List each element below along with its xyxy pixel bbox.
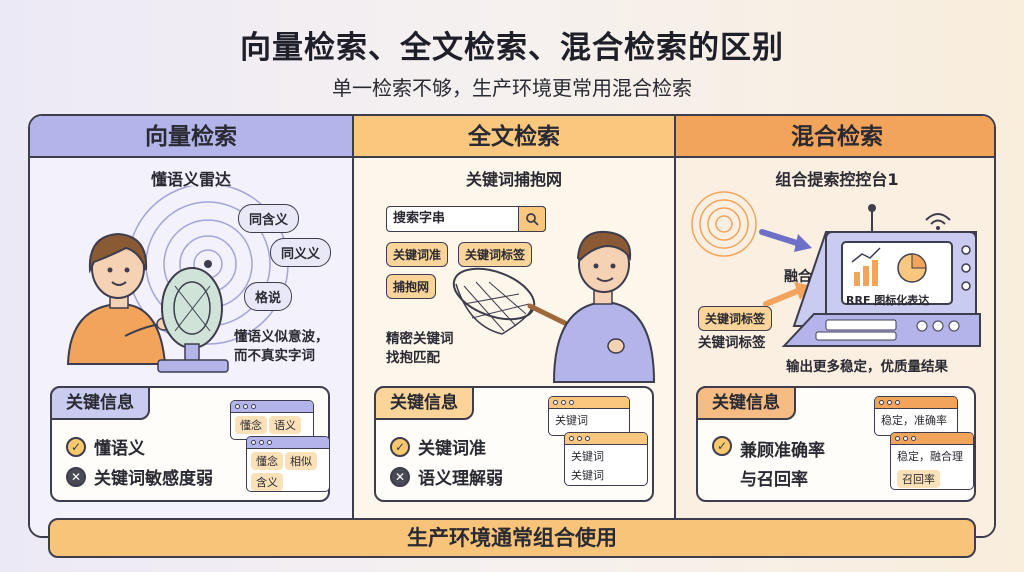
merge-label: 融合: [784, 269, 812, 285]
hybrid-output-note: 输出更多稳定，优质量结果: [786, 359, 948, 375]
fulltext-card-2: 关键词 关键词: [564, 432, 648, 486]
check-icon: ✓: [66, 436, 86, 457]
comparison-panel: 向量检索 懂语义雷达: [28, 114, 996, 538]
fulltext-con: ✕ 语义理解弱: [390, 464, 503, 489]
window-dots-icon: [231, 401, 313, 413]
fulltext-search-subtitle: 关键词捕抱网: [465, 170, 562, 189]
tag-keyword-accurate: 关键词准: [386, 242, 449, 267]
vector-con: ✕ 关键词敏感度弱: [66, 464, 213, 489]
cross-icon: ✕: [66, 466, 86, 487]
window-dots-icon: [549, 397, 629, 409]
fulltext-card-1: 关键词: [548, 396, 630, 436]
bottom-banner: 生产环境通常组合使用: [48, 518, 976, 558]
hybrid-card-1: 稳定，准确率: [874, 396, 958, 436]
radar-person-illustration: [66, 183, 289, 373]
fulltext-note: 精密关键词 找抱匹配: [386, 331, 454, 366]
window-dots-icon: [565, 433, 647, 445]
fulltext-search-header: 全文检索: [354, 116, 674, 158]
tag-keyword-label: 关键词标签: [458, 242, 533, 267]
vector-search-column: 向量检索 懂语义雷达: [30, 116, 352, 536]
page-subtitle: 单一检索不够，生产环境更常用混合检索: [332, 76, 692, 100]
search-icon: [518, 206, 546, 232]
window-dots-icon: [875, 397, 957, 409]
fulltext-search-column: 全文检索 关键词捕抱网 搜索字串 关键词准 关键词标签 捕抱网: [352, 116, 674, 536]
hybrid-info-box: 关键信息 ✓ 兼顾准确率 与召回率 稳定，准确率 稳定，融合理 召回率: [696, 386, 976, 502]
page-title: 向量检索、全文检索、混合检索的区别: [240, 30, 784, 66]
vector-info-box: 关键信息 ✓ 懂语义 ✕ 关键词敏感度弱 懂念语义 懂念相似含义: [50, 386, 330, 502]
check-icon: ✓: [712, 436, 732, 456]
hybrid-search-subtitle: 组合提索控控台1: [775, 170, 899, 189]
vector-card-1: 懂念语义: [230, 400, 314, 440]
vector-note: 懂语义似意波， 而不真实字词: [234, 329, 329, 364]
vector-pro: ✓ 懂语义: [66, 434, 145, 459]
tag-net: 捕抱网: [386, 274, 437, 299]
hybrid-keyword-tag: 关键词标签: [698, 306, 773, 331]
vector-card-2: 懂念相似含义: [246, 436, 330, 492]
hybrid-pro: ✓ 兼顾准确率 与召回率: [712, 436, 825, 490]
fulltext-pro: ✓ 关键词准: [390, 434, 486, 459]
hybrid-search-header: 混合检索: [676, 116, 994, 158]
bubble-same-meaning: 同含义: [238, 204, 300, 233]
cross-icon: ✕: [390, 466, 410, 487]
fulltext-search-illustration: 搜索字串 关键词准 关键词标签 捕抱网: [354, 186, 674, 386]
vector-search-subtitle: 懂语义雷达: [150, 170, 231, 189]
fulltext-info-box: 关键信息 ✓ 关键词准 ✕ 语义理解弱 关键词 关键词 关键词: [374, 386, 654, 502]
check-icon: ✓: [390, 436, 410, 457]
bubble-saying: 格说: [244, 282, 293, 311]
console-illustration: [691, 191, 981, 347]
fulltext-info-title: 关键信息: [374, 386, 474, 420]
hybrid-keyword-label: 关键词标签: [698, 335, 766, 351]
vector-search-illustration: 同含义 同义义 格说 懂语义似意波， 而不真实字词: [30, 183, 352, 386]
vector-search-header: 向量检索: [30, 116, 352, 158]
window-dots-icon: [891, 433, 973, 445]
hybrid-search-illustration: 融合 RRF 图标化表达 关键词标签 关键词标签 输出更多稳定，优质量结果: [676, 186, 994, 386]
net-person-illustration: [452, 230, 656, 383]
bubble-synonym: 同义义: [270, 238, 332, 267]
hybrid-search-column: 混合检索 组合提索控控台1: [674, 116, 994, 536]
window-dots-icon: [247, 437, 329, 449]
hybrid-card-2: 稳定，融合理 召回率: [890, 432, 974, 490]
hybrid-info-title: 关键信息: [696, 386, 796, 420]
vector-info-title: 关键信息: [50, 386, 150, 420]
screen-rrf-label: RRF 图标化表达: [846, 294, 930, 307]
